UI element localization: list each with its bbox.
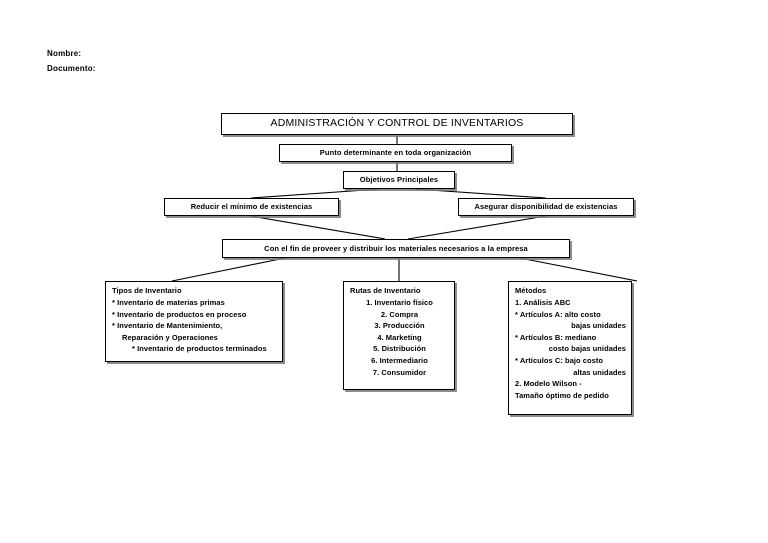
node-punto-determinante: Punto determinante en toda organización: [279, 144, 512, 162]
node-objetivos-principales: Objetivos Principales: [343, 171, 455, 189]
rutas-item: 3. Producción: [374, 321, 425, 331]
tipos-item: * Inventario de productos en proceso: [112, 309, 247, 319]
rutas-item: 4. Marketing: [377, 332, 422, 342]
documento-label: Documento:: [47, 64, 96, 73]
connector-reducir-to-fin: [250, 215, 386, 240]
metodos-heading: Métodos: [515, 286, 547, 295]
metodos-item: * Artículos B: mediano: [515, 332, 597, 342]
node-objetivos-text: Objetivos Principales: [359, 175, 439, 185]
node-fin-text: Con el fin de proveer y distribuir los m…: [264, 243, 528, 253]
metodos-item: * Artículos A: alto costo: [515, 309, 601, 319]
tipos-heading: Tipos de Inventario: [112, 286, 182, 295]
node-asegurar-text: Asegurar disponibilidad de existencias: [474, 202, 618, 212]
rutas-item: 6. Intermediario: [371, 356, 428, 365]
connector-objetivos-to-reducir: [250, 188, 381, 199]
nombre-label: Nombre:: [47, 49, 82, 58]
metodos-item: * Artículos C: bajo costo: [515, 356, 604, 365]
rutas-item: 1. Inventario físico: [366, 297, 433, 307]
connector-objetivos-to-asegurar: [414, 188, 547, 199]
metodos-item: altas unidades: [573, 367, 626, 377]
node-fin-proveer-distribuir: Con el fin de proveer y distribuir los m…: [222, 239, 570, 258]
tipos-item: * Inventario de materias primas: [112, 297, 225, 307]
connector-fin-to-metodos: [519, 257, 638, 282]
node-tipos-de-inventario: Tipos de Inventario * Inventario de mate…: [105, 281, 283, 362]
connector-fin-to-tipos: [171, 257, 286, 282]
rutas-item: 2. Compra: [380, 309, 419, 319]
node-rutas-de-inventario: Rutas de Inventario 1. Inventario físico…: [343, 281, 455, 390]
metodos-item: 1. Análisis ABC: [515, 297, 571, 307]
tipos-item: * Inventario de productos terminados: [132, 344, 267, 354]
metodos-item: 2. Modelo Wilson -: [515, 379, 582, 389]
rutas-item: 7. Consumidor: [372, 367, 427, 377]
rutas-heading: Rutas de Inventario: [350, 286, 421, 295]
tipos-item: * Inventario de Mantenimiento,: [112, 321, 223, 331]
rutas-item: 5. Distribución: [373, 344, 426, 354]
node-reducir-minimo-existencias: Reducir el mínimo de existencias: [164, 198, 339, 216]
node-punto-text: Punto determinante en toda organización: [319, 148, 472, 158]
metodos-item: bajas unidades: [571, 321, 626, 331]
metodos-item: Tamaño óptimo de pedido: [515, 390, 609, 400]
node-metodos: Métodos 1. Análisis ABC * Artículos A: a…: [508, 281, 632, 415]
tipos-item: Reparación y Operaciones: [122, 332, 218, 342]
node-title-text: ADMINISTRACIÓN Y CONTROL DE INVENTARIOS: [270, 117, 524, 130]
node-title-administracion: ADMINISTRACIÓN Y CONTROL DE INVENTARIOS: [221, 113, 573, 135]
metodos-item: costo bajas unidades: [548, 344, 626, 354]
connector-asegurar-to-fin: [407, 215, 547, 240]
node-asegurar-disponibilidad: Asegurar disponibilidad de existencias: [458, 198, 634, 216]
node-reducir-text: Reducir el mínimo de existencias: [190, 202, 313, 212]
